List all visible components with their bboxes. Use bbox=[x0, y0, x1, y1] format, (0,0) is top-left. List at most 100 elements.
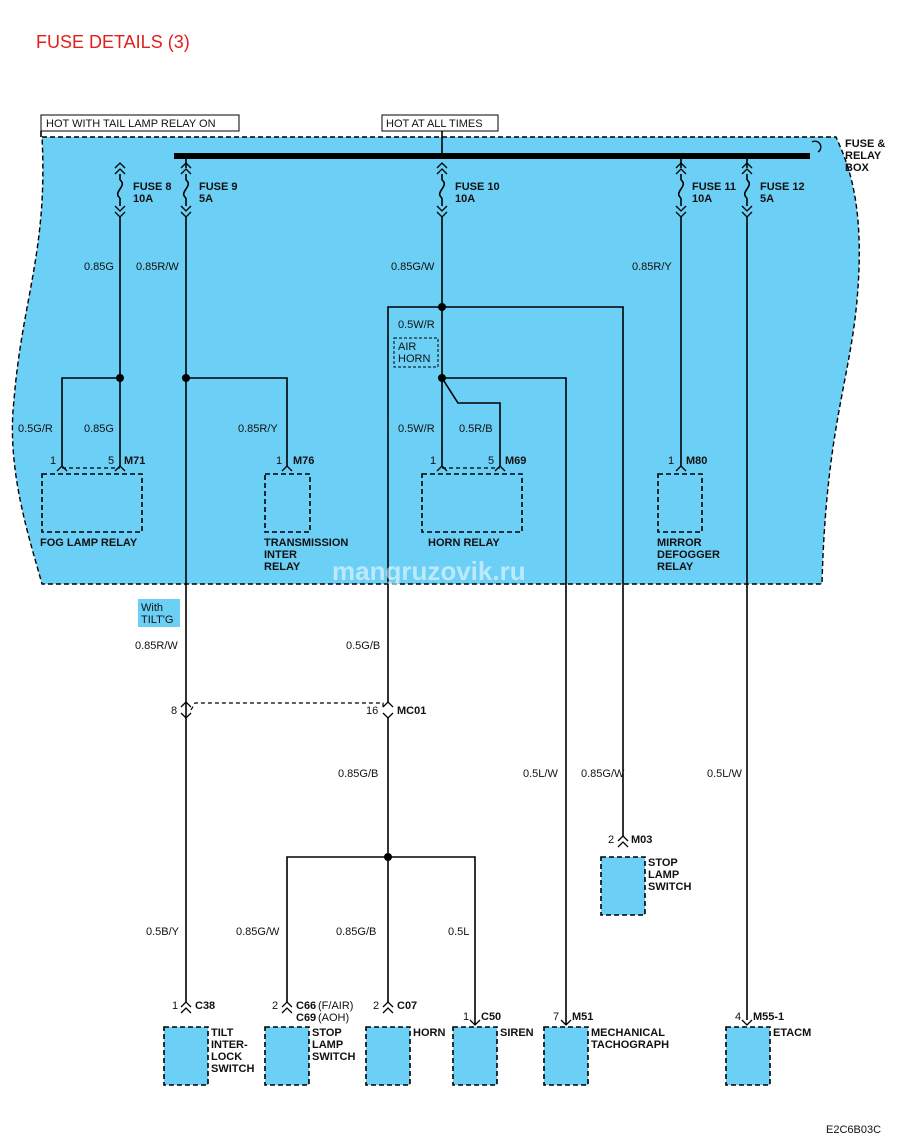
horn-relay bbox=[421, 473, 523, 533]
mirror-defogger-relay bbox=[657, 473, 703, 533]
c50-name: SIREN bbox=[500, 1027, 534, 1039]
m03-name-2: LAMP bbox=[648, 869, 679, 881]
box-ground-mark bbox=[811, 140, 822, 153]
wire-horn-bypass bbox=[387, 306, 442, 702]
c38-name-3: LOCK bbox=[211, 1051, 242, 1063]
mc01-pin-left: 8 bbox=[171, 705, 177, 717]
c66-name-1: STOP bbox=[312, 1027, 342, 1039]
fog-relay-pin-a: 1 bbox=[50, 455, 56, 467]
wire-stop-lamp bbox=[442, 306, 624, 836]
m51-connector: M51 bbox=[572, 1011, 593, 1023]
fuse-relay-box bbox=[11, 136, 860, 585]
c38-name-4: SWITCH bbox=[211, 1063, 254, 1075]
wire-horn-branches bbox=[286, 856, 476, 1002]
mirror-relay-terminal bbox=[675, 465, 687, 472]
c07-name: HORN bbox=[413, 1027, 445, 1039]
box-label-line-3: BOX bbox=[845, 162, 870, 174]
mc01-pin-right: 16 bbox=[366, 705, 378, 717]
hot-tail-label: HOT WITH TAIL LAMP RELAY ON bbox=[46, 118, 216, 130]
m03-connector: M03 bbox=[631, 834, 652, 846]
m55-pin: 4 bbox=[735, 1011, 741, 1023]
wire-label-19: 0.85G/B bbox=[336, 926, 376, 938]
mc01-pin8 bbox=[180, 701, 192, 719]
with-tilt-line-2: TILT'G bbox=[141, 614, 173, 626]
fuse-10 bbox=[436, 162, 448, 218]
wire-label-16: 0.5L/W bbox=[707, 768, 742, 780]
c66-connector: C66 bbox=[296, 1000, 316, 1012]
horn bbox=[365, 1026, 411, 1086]
horn-relay-terminals bbox=[436, 465, 506, 472]
air-horn-line-2: HORN bbox=[398, 353, 430, 365]
wire-label-18: 0.85G/W bbox=[236, 926, 280, 938]
fog-lamp-relay bbox=[41, 473, 143, 533]
page-title: FUSE DETAILS (3) bbox=[36, 32, 190, 52]
wire-label-3: 0.85G/W bbox=[391, 261, 435, 273]
m03-name-3: SWITCH bbox=[648, 881, 691, 893]
wire-label-6: 0.85G bbox=[84, 423, 114, 435]
air-horn-box bbox=[393, 337, 439, 368]
wire-fog-pin1 bbox=[61, 377, 120, 466]
c66-stop-lamp-switch bbox=[264, 1026, 310, 1086]
c38-name-1: TILT bbox=[211, 1027, 234, 1039]
wire-label-8: 0.5W/R bbox=[398, 319, 435, 331]
fog-relay-pin-b: 5 bbox=[108, 455, 114, 467]
wire-label-10: 0.5R/B bbox=[459, 423, 493, 435]
c38-terminal bbox=[180, 1001, 192, 1014]
wire-label-14: 0.5L/W bbox=[523, 768, 558, 780]
mc01-connector: MC01 bbox=[397, 705, 426, 717]
c66-name-3: SWITCH bbox=[312, 1051, 355, 1063]
c07-pin: 2 bbox=[373, 1000, 379, 1012]
wire-label-2: 0.85R/W bbox=[136, 261, 179, 273]
fog-relay-terminals bbox=[56, 465, 126, 472]
horn-relay-pin-a: 1 bbox=[430, 455, 436, 467]
trans-relay-terminal bbox=[281, 465, 293, 472]
mirror-relay-pin: 1 bbox=[668, 455, 674, 467]
fuse-10-name: FUSE 10 bbox=[455, 181, 500, 193]
wire-label-17: 0.5B/Y bbox=[146, 926, 180, 938]
hot-always-box bbox=[381, 114, 499, 132]
c38-name-2: INTER- bbox=[211, 1039, 248, 1051]
with-tilt-line-1: With bbox=[141, 602, 163, 614]
m51-pin: 7 bbox=[553, 1011, 559, 1023]
fuse-8 bbox=[114, 162, 126, 218]
horn-relay-name: HORN RELAY bbox=[428, 537, 500, 549]
wire-label-15: 0.85G/W bbox=[581, 768, 625, 780]
m03-pin: 2 bbox=[608, 834, 614, 846]
box-label-line-1: FUSE & bbox=[845, 138, 885, 150]
transmission-inter-relay bbox=[264, 473, 311, 533]
wire-label-7: 0.85R/Y bbox=[238, 423, 278, 435]
with-tilt-box bbox=[138, 599, 180, 627]
trans-relay-name-3: RELAY bbox=[264, 561, 301, 573]
c66-pin: 2 bbox=[272, 1000, 278, 1012]
c07-terminal bbox=[382, 1001, 394, 1014]
horn-relay-connector: M69 bbox=[505, 455, 526, 467]
c50-connector: C50 bbox=[481, 1011, 501, 1023]
m51-name-2: TACHOGRAPH bbox=[591, 1039, 669, 1051]
siren bbox=[452, 1026, 498, 1086]
c66-connector-note: (F/AIR) bbox=[318, 1000, 353, 1012]
mc01-outline bbox=[190, 702, 384, 711]
fuse-11-name: FUSE 11 bbox=[692, 181, 736, 193]
box-label-line-2: RELAY bbox=[845, 150, 882, 162]
m03-stop-lamp-switch bbox=[600, 856, 646, 916]
etacm bbox=[725, 1026, 771, 1086]
m55-connector: M55-1 bbox=[753, 1011, 784, 1023]
fuse-12 bbox=[741, 162, 753, 218]
m55-name: ETACM bbox=[773, 1027, 811, 1039]
horn-relay-pin-b: 5 bbox=[488, 455, 494, 467]
mc01-pin16 bbox=[382, 701, 394, 719]
mechanical-tachograph bbox=[543, 1026, 589, 1086]
figure-code: E2C6B03C bbox=[826, 1124, 881, 1136]
c66-terminal bbox=[281, 1001, 293, 1014]
c50-pin: 1 bbox=[463, 1011, 469, 1023]
wire-label-20: 0.5L bbox=[448, 926, 469, 938]
fuse-11 bbox=[675, 162, 687, 218]
hot-always-label: HOT AT ALL TIMES bbox=[386, 118, 483, 130]
c69-connector-note: (AOH) bbox=[318, 1012, 349, 1024]
trans-relay-pin: 1 bbox=[276, 455, 282, 467]
fuse-9-rating: 5A bbox=[199, 193, 213, 205]
m03-name-1: STOP bbox=[648, 857, 678, 869]
wire-label-11: 0.85R/W bbox=[135, 640, 178, 652]
fog-relay-name: FOG LAMP RELAY bbox=[40, 537, 138, 549]
